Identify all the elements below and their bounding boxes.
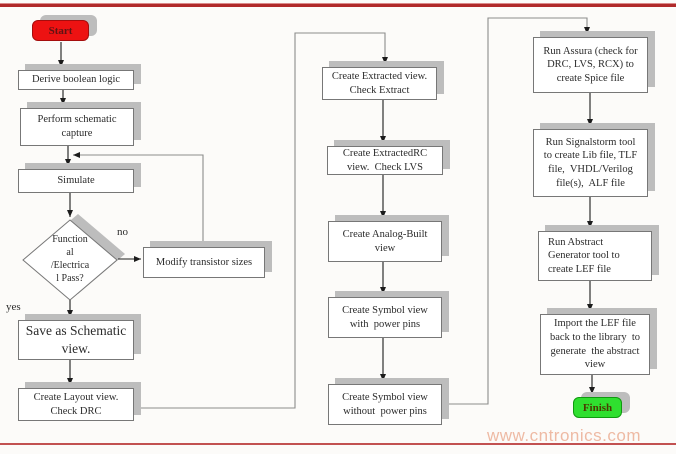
node-decision-label: Function al /Electrica l Pass? xyxy=(50,234,90,284)
node-simulate: Simulate xyxy=(18,169,134,193)
node-save-as-schematic-view: Save as Schematic view. xyxy=(18,320,134,360)
node-label: Create Layout view. Check DRC xyxy=(33,391,119,417)
node-label: Start xyxy=(48,24,73,37)
node-create-extracted-view: Create Extracted view. Check Extract xyxy=(322,67,437,100)
node-label: Run Assura (check for DRC, LVS, RCX) to … xyxy=(543,45,638,84)
node-start: Start xyxy=(32,20,89,41)
node-label: Create Analog-Built view xyxy=(342,228,428,254)
node-import-lef-file: Import the LEF file back to the library … xyxy=(540,314,650,375)
node-create-extractedrc-view: Create ExtractedRC view. Check LVS xyxy=(327,146,443,175)
node-run-assura: Run Assura (check for DRC, LVS, RCX) to … xyxy=(533,37,648,93)
node-create-symbol-view-without-power-pins: Create Symbol view without power pins xyxy=(328,384,442,425)
edge-label-yes: yes xyxy=(6,301,21,313)
node-label: Finish xyxy=(582,401,613,414)
node-label: Create ExtractedRC view. Check LVS xyxy=(342,147,428,173)
edge-layout-to-extracted xyxy=(135,32,388,409)
node-run-abstract-generator: Run Abstract Generator tool to create LE… xyxy=(538,231,652,281)
edge-label-no: no xyxy=(117,226,128,238)
watermark-text: www.cntronics.com xyxy=(487,426,641,445)
node-label: Save as Schematic view. xyxy=(25,323,127,356)
node-label: Run Signalstorm tool to create Lib file,… xyxy=(543,136,638,189)
edge-modify-feedback xyxy=(73,152,204,246)
top-red-rule xyxy=(0,3,676,7)
node-label: Modify transistor sizes xyxy=(155,256,253,268)
node-label: Run Abstract Generator tool to create LE… xyxy=(548,236,620,275)
node-perform-schematic-capture: Perform schematic capture xyxy=(20,108,134,146)
node-label: Import the LEF file back to the library … xyxy=(549,318,641,371)
edge-symbolwithout-to-assura xyxy=(442,17,590,405)
node-modify-transistor-sizes: Modify transistor sizes xyxy=(143,247,265,278)
node-derive-boolean-logic: Derive boolean logic xyxy=(18,70,134,90)
node-create-symbol-view-with-power-pins: Create Symbol view with power pins xyxy=(328,297,442,338)
node-create-analog-built-view: Create Analog-Built view xyxy=(328,221,442,262)
node-label: Simulate xyxy=(57,175,95,187)
bottom-red-rule xyxy=(0,443,676,445)
node-label: Derive boolean logic xyxy=(31,74,121,86)
node-label: Perform schematic capture xyxy=(37,114,117,139)
node-finish: Finish xyxy=(573,397,622,418)
node-label: Create Extracted view. Check Extract xyxy=(331,70,428,96)
node-label: Create Symbol view with power pins xyxy=(342,304,428,330)
node-label: Create Symbol view without power pins xyxy=(342,391,428,417)
node-create-layout-view: Create Layout view. Check DRC xyxy=(18,388,134,421)
node-run-signalstorm: Run Signalstorm tool to create Lib file,… xyxy=(533,129,648,197)
